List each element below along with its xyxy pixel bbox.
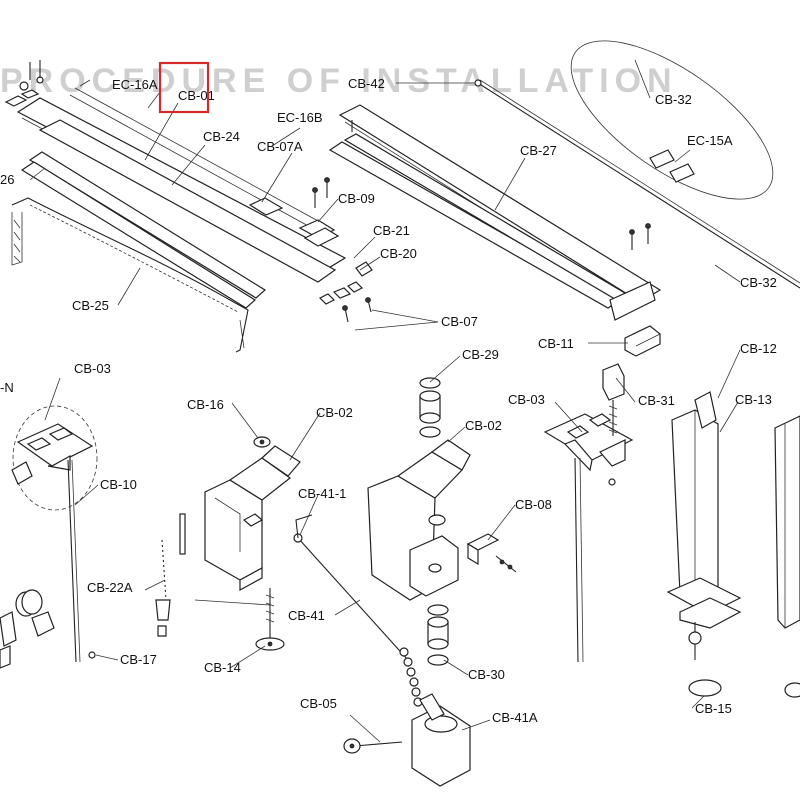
cb-42-rod xyxy=(474,79,800,289)
cb-11-clip xyxy=(624,325,661,357)
highlight-box-cb-01 xyxy=(158,61,210,114)
label-cb-42: CB-42 xyxy=(348,76,385,91)
label-cb-02-left: CB-02 xyxy=(316,405,353,420)
label-ec-16b: EC-16B xyxy=(277,110,323,125)
label-cb-32-top: CB-32 xyxy=(655,92,692,107)
cb-27-rail xyxy=(328,104,662,321)
label-cb-15: CB-15 xyxy=(695,701,732,716)
label-cb-27: CB-27 xyxy=(520,143,557,158)
label-cb-16: CB-16 xyxy=(187,397,224,412)
faded-header-text: PROCEDURE OF INSTALLATION xyxy=(0,62,678,100)
cb-31-knob xyxy=(602,363,625,436)
cb-02-center-base xyxy=(367,439,471,601)
label-cb-21: CB-21 xyxy=(373,223,410,238)
label-cb-31: CB-31 xyxy=(638,393,675,408)
cb-29-bushing xyxy=(419,377,441,438)
cb-02-left-base xyxy=(204,445,301,592)
label-cb-22a: CB-22A xyxy=(87,580,133,595)
label-cb-01: CB-01 xyxy=(178,88,215,103)
label-cb-08: CB-08 xyxy=(515,497,552,512)
cb-05-pin xyxy=(343,738,403,754)
cb-41a-handle xyxy=(411,693,471,787)
cb-03-right-bracket xyxy=(543,413,634,663)
label-cb-30: CB-30 xyxy=(468,667,505,682)
label-cb-17: CB-17 xyxy=(120,652,157,667)
label-cb-02-center: CB-02 xyxy=(465,418,502,433)
cb-16-washer xyxy=(253,436,271,448)
label-cb-41: CB-41 xyxy=(288,608,325,623)
label-cb-41-1: CB-41-1 xyxy=(298,486,346,501)
cb-22a-chain xyxy=(155,513,186,637)
leader-lines xyxy=(29,59,741,743)
cb-13-post xyxy=(774,415,800,698)
cb-32-loop xyxy=(570,40,774,200)
top-rail-assembly xyxy=(4,60,347,309)
label-cb-09: CB-09 xyxy=(338,191,375,206)
label-cb-07a: CB-07A xyxy=(257,139,303,154)
cb-03-left-bracket xyxy=(11,405,98,663)
label-ec-16a: EC-16A xyxy=(112,77,158,92)
label-cb-07: CB-07 xyxy=(441,314,478,329)
cb-12-post xyxy=(666,391,742,697)
label-cb-05: CB-05 xyxy=(300,696,337,711)
cb-14-bolt xyxy=(255,588,285,651)
label-ec-15a: EC-15A xyxy=(687,133,733,148)
label-cb-11: CB-11 xyxy=(538,336,574,351)
part-labels: EC-16A CB-01 EC-16B CB-24 CB-07A 26 CB-4… xyxy=(0,76,777,725)
label-cb-12: CB-12 xyxy=(740,341,777,356)
cb-08-bracket xyxy=(466,533,517,573)
label-n-marker: -N xyxy=(0,380,14,395)
label-cb-03-right: CB-03 xyxy=(508,392,545,407)
label-cb-26: 26 xyxy=(0,172,14,187)
small-fittings xyxy=(303,227,373,323)
label-cb-25: CB-25 xyxy=(72,298,109,313)
label-cb-20: CB-20 xyxy=(380,246,417,261)
cb-07a-bracket xyxy=(248,177,336,239)
label-cb-14: CB-14 xyxy=(204,660,241,675)
label-cb-32-right: CB-32 xyxy=(740,275,777,290)
cb-30-bushing xyxy=(427,604,449,666)
cb-25-chain-bar xyxy=(11,197,249,353)
label-cb-03-left: CB-03 xyxy=(74,361,111,376)
label-cb-13: CB-13 xyxy=(735,392,772,407)
label-cb-10: CB-10 xyxy=(100,477,137,492)
label-cb-24: CB-24 xyxy=(203,129,240,144)
label-cb-29: CB-29 xyxy=(462,347,499,362)
label-cb-41a: CB-41A xyxy=(492,710,538,725)
cb-41-chain-links xyxy=(399,647,423,707)
left-lower-parts xyxy=(0,589,96,669)
